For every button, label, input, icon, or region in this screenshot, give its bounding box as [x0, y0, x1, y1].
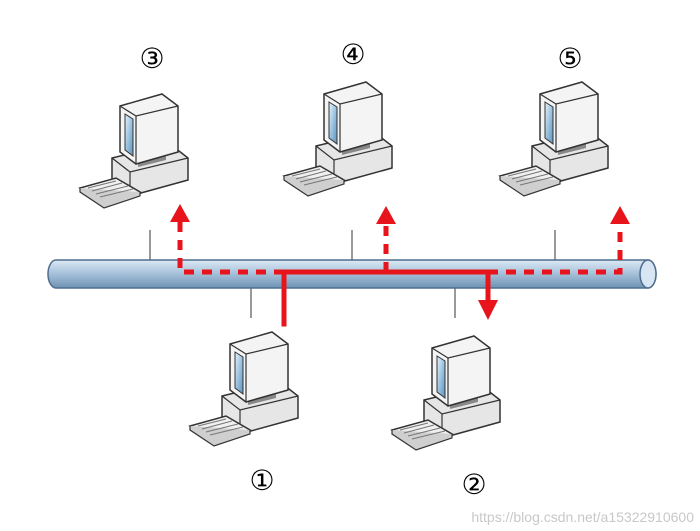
computer-1-icon	[189, 331, 299, 447]
node-label-2: ②	[461, 468, 486, 501]
arrow-to-node-5	[610, 206, 630, 224]
signal-broadcast-dashed	[177, 222, 623, 275]
node-label-4: ④	[340, 38, 365, 71]
arrow-to-node-2	[478, 300, 498, 320]
node-label-3: ③	[139, 42, 164, 75]
computer-3-icon	[79, 93, 189, 209]
watermark: https://blog.csdn.net/a15322910600	[471, 509, 694, 525]
computer-4-icon	[283, 81, 393, 197]
arrow-to-node-4	[376, 206, 396, 224]
node-label-1: ①	[249, 464, 274, 497]
arrow-to-node-3	[170, 204, 190, 222]
computer-5-icon	[499, 81, 609, 197]
node-label-5: ⑤	[557, 42, 582, 75]
computer-2-icon	[391, 335, 501, 451]
